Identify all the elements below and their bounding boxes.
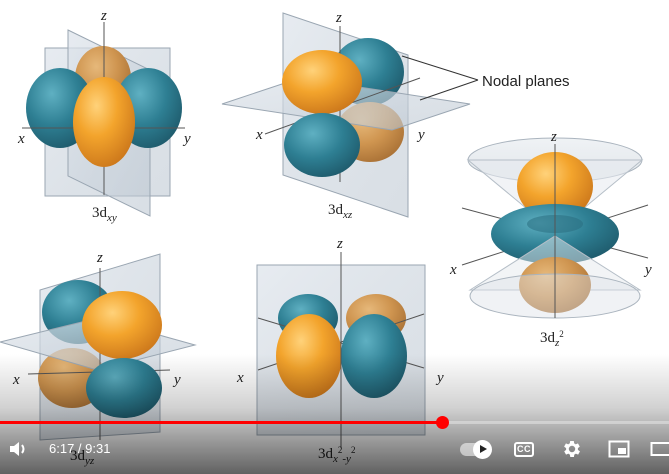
- callout-leader-line: [419, 79, 479, 101]
- orbital-3dx2y2: z x y 3dx2-y2: [236, 236, 444, 465]
- axis-label-z: z: [336, 236, 343, 252]
- axis-label-y: y: [643, 262, 652, 278]
- axis-label-y: y: [416, 127, 425, 143]
- axis-label-z: z: [550, 129, 557, 145]
- axis-label-x: x: [236, 370, 244, 386]
- orbital-3dxz: z x y 3dxz: [221, 10, 471, 221]
- autoplay-track: [460, 439, 492, 459]
- autoplay-toggle[interactable]: [458, 436, 492, 462]
- cc-icon: CC: [514, 441, 534, 457]
- nodal-planes-callout: Nodal planes: [401, 55, 570, 101]
- miniplayer-icon: [608, 440, 630, 458]
- subtitles-button[interactable]: CC: [511, 436, 537, 462]
- axis-label-z: z: [100, 8, 107, 24]
- theater-mode-button[interactable]: [650, 436, 669, 462]
- progress-bar[interactable]: [0, 416, 669, 429]
- axis-label-x: x: [12, 372, 20, 388]
- settings-button[interactable]: [559, 436, 585, 462]
- lobe-front-orange: [82, 291, 162, 359]
- axis-label-z: z: [96, 250, 103, 266]
- miniplayer-button[interactable]: [606, 436, 632, 462]
- axis-label-x: x: [449, 262, 457, 278]
- play-icon: [473, 439, 492, 459]
- duration: 9:31: [85, 441, 111, 456]
- axis-label-z: z: [335, 10, 342, 26]
- lobe-front-teal: [86, 358, 162, 418]
- scrubber-handle[interactable]: [435, 416, 449, 429]
- axis-label-y: y: [172, 372, 181, 388]
- lobe-front-orange: [276, 314, 342, 398]
- volume-icon: [10, 442, 25, 456]
- lobe-front-teal: [284, 113, 360, 177]
- callout-text: Nodal planes: [482, 73, 570, 90]
- progress-bar-played: [0, 421, 442, 424]
- lobe-front-orange: [282, 50, 362, 114]
- orbital-label-3dz2: 3dz2: [540, 329, 564, 349]
- axis-label-y: y: [435, 370, 444, 386]
- axis-label-y: y: [182, 131, 191, 147]
- orbital-label-3dxz: 3dxz: [328, 202, 353, 221]
- theater-icon: [650, 442, 669, 456]
- volume-button[interactable]: [6, 436, 32, 462]
- settings-icon: [564, 441, 580, 457]
- callout-leader-line: [401, 55, 479, 81]
- player-controls: 6:17 / 9:31 CC: [0, 432, 669, 466]
- axis-label-x: x: [255, 127, 263, 143]
- orbital-label-3dxy: 3dxy: [92, 205, 117, 224]
- lobe-front-teal: [341, 314, 407, 398]
- axis-label-x: x: [17, 131, 25, 147]
- lobe-front-orange: [73, 77, 135, 167]
- time-display: 6:17 / 9:31: [49, 441, 110, 456]
- orbital-3dxy: z x y 3dxy: [17, 8, 191, 224]
- orbital-3dz2: z x y 3dz2: [449, 129, 652, 349]
- current-time: 6:17: [49, 441, 75, 456]
- time-separator: /: [74, 441, 86, 456]
